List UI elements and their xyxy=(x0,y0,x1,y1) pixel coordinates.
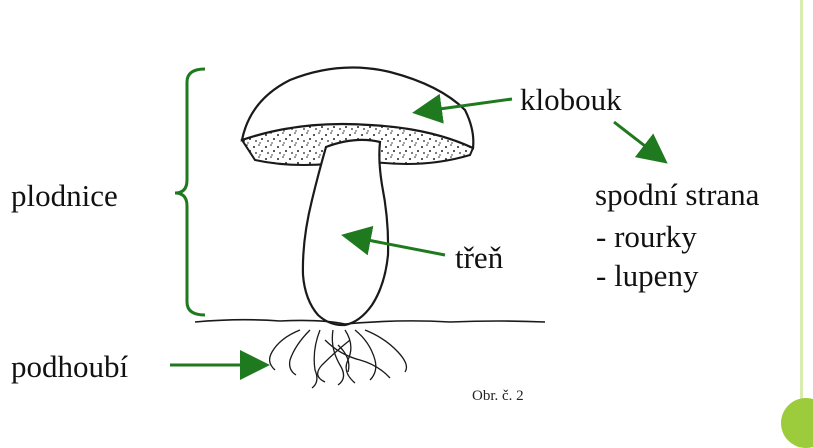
label-tren: třeň xyxy=(455,242,503,273)
stem xyxy=(303,140,388,325)
slide-accent-line xyxy=(800,0,803,426)
mycelium xyxy=(270,330,407,388)
label-spodni-strana: spodní strana xyxy=(595,179,759,210)
label-klobouk: klobouk xyxy=(520,84,622,115)
figure-caption: Obr. č. 2 xyxy=(472,388,524,405)
ground-line xyxy=(195,320,545,324)
plodnice-bracket xyxy=(175,69,205,315)
label-podhoubi: podhoubí xyxy=(11,351,128,382)
label-lupeny: - lupeny xyxy=(596,260,698,291)
label-rourky: - rourky xyxy=(596,221,697,252)
mushroom-diagram: plodnice klobouk třeň podhoubí spodní st… xyxy=(0,0,813,426)
spodni-strana-arrow xyxy=(614,122,663,160)
label-plodnice: plodnice xyxy=(11,180,118,211)
